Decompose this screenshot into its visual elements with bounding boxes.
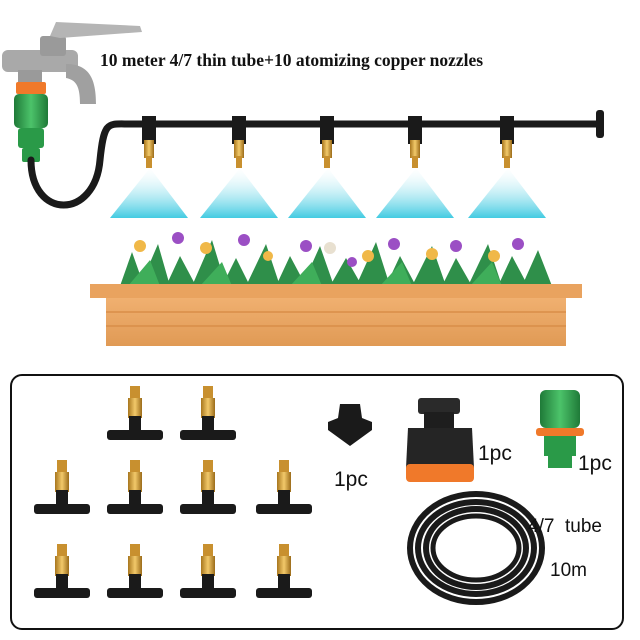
flower-icon (388, 238, 400, 250)
mist-spray-icon (110, 168, 188, 218)
flower-icon (238, 234, 250, 246)
tap-adapter-quantity: 1pc (478, 442, 512, 465)
nozzle-4 (376, 116, 454, 218)
tube-size-label: 4/7 tube (528, 516, 602, 537)
nozzle-icon (34, 544, 90, 598)
nozzle-icon (180, 386, 236, 440)
flower-icon (172, 232, 184, 244)
nozzle-icon (34, 460, 90, 514)
flower-icon (134, 240, 146, 252)
nozzle-icon (107, 544, 163, 598)
nozzle-icon (256, 544, 312, 598)
faucet-icon (2, 22, 142, 104)
main-tube (27, 120, 604, 209)
nozzle-icon (107, 460, 163, 514)
flower-icon (200, 242, 212, 254)
end-plug-quantity: 1pc (334, 468, 368, 491)
mist-spray-icon (288, 168, 366, 218)
flower-icon (512, 238, 524, 250)
headline: 10 meter 4/7 thin tube+10 atomizing copp… (100, 50, 484, 70)
nozzle-icon (180, 460, 236, 514)
nozzle-icon (180, 544, 236, 598)
nozzle-5 (468, 116, 546, 218)
mist-spray-icon (376, 168, 454, 218)
kit-contents-frame (10, 374, 624, 630)
flower-icon (324, 242, 336, 254)
quick-connector-icon (536, 390, 584, 468)
flower-icon (300, 240, 312, 252)
flower-icon (426, 248, 438, 260)
mist-spray-icon (200, 168, 278, 218)
tube-coil-icon (407, 491, 545, 605)
nozzle-icon (256, 460, 312, 514)
planter-icon (90, 284, 582, 346)
nozzle-2 (200, 116, 278, 218)
tee-nozzle-set (34, 386, 312, 598)
flower-icon (362, 250, 374, 262)
flower-icon (488, 250, 500, 262)
nozzle-1 (110, 116, 188, 218)
nozzle-icon (107, 386, 163, 440)
tap-adapter-icon (406, 398, 474, 482)
faucet-connector-icon (14, 82, 48, 162)
flower-icon (347, 257, 357, 267)
flower-icon (450, 240, 462, 252)
flower-icon (263, 251, 273, 261)
tube-length-label: 10m (550, 560, 587, 581)
end-plug-icon (328, 404, 372, 446)
nozzle-3 (288, 116, 366, 218)
plants (120, 232, 552, 286)
mist-spray-icon (468, 168, 546, 218)
tube-end-cap (596, 110, 604, 138)
quick-connector-quantity: 1pc (578, 452, 612, 475)
